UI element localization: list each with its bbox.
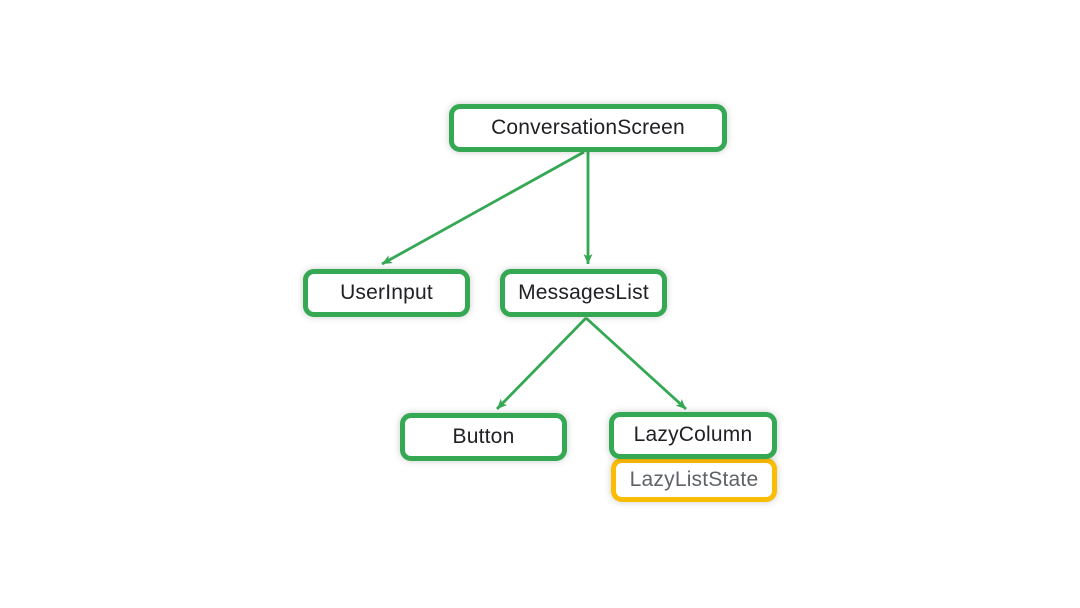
node-conversation-screen-label: ConversationScreen xyxy=(491,115,685,139)
node-button-label: Button xyxy=(452,424,515,448)
node-conversation-screen: ConversationScreen xyxy=(449,104,727,152)
node-lazy-column: LazyColumn xyxy=(609,412,777,459)
node-user-input-label: UserInput xyxy=(340,280,433,304)
node-lazy-list-state-label: LazyListState xyxy=(629,467,759,491)
node-lazy-column-label: LazyColumn xyxy=(633,423,753,446)
edge-messageslist-button xyxy=(495,317,588,410)
node-messages-list-label: MessagesList xyxy=(518,280,649,304)
node-messages-list: MessagesList xyxy=(500,269,667,317)
edge-messageslist-lazycolumn xyxy=(585,316,687,411)
node-button: Button xyxy=(400,413,567,461)
edge-conversationscreen-userinput xyxy=(381,150,585,266)
node-user-input: UserInput xyxy=(303,269,470,317)
node-lazy-list-state: LazyListState xyxy=(611,458,777,502)
